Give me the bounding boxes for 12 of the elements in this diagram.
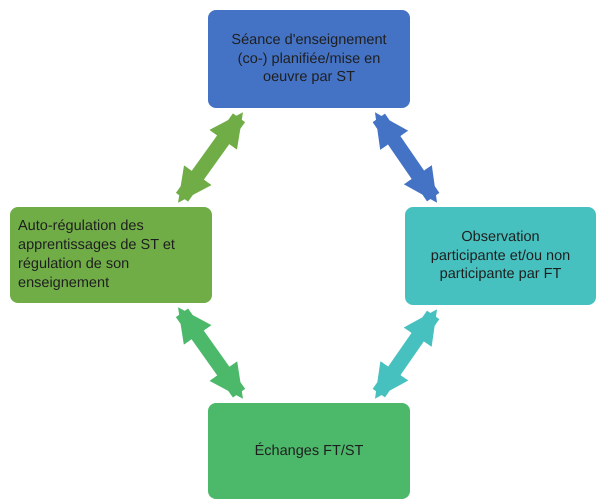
box-text: Séance d'enseignement (co-) planifiée/mise en oeuvre par ST bbox=[230, 30, 388, 88]
box-text: Observation participante et/ou non participante par FT bbox=[430, 228, 572, 284]
double-arrow bbox=[372, 112, 440, 203]
box-text: Échanges FT/ST bbox=[254, 442, 364, 460]
process-box bbox=[208, 403, 410, 499]
double-arrow bbox=[176, 112, 246, 203]
double-arrow bbox=[176, 307, 246, 399]
process-box bbox=[208, 10, 410, 108]
process-box bbox=[405, 207, 596, 305]
box-text: Auto-régulation des apprentissages de ST et régulation de son enseignement bbox=[18, 217, 176, 293]
process-box bbox=[10, 207, 212, 303]
double-arrow bbox=[372, 309, 440, 399]
